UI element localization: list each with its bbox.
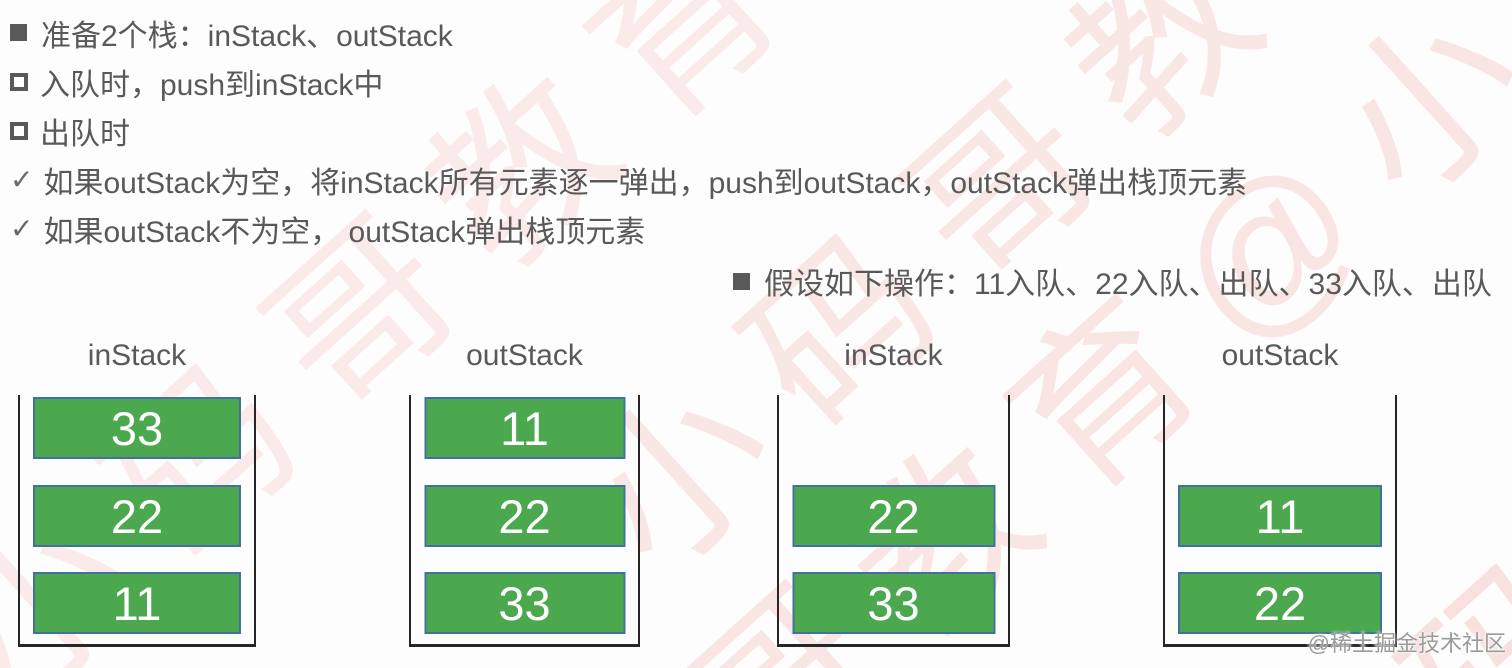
stacks-area: inStack 33 22 11 outStack 11 22 33 inSta… (0, 338, 1512, 668)
stack-label: outStack (466, 339, 583, 372)
bullet-text: 入队时，push到inStack中 (40, 68, 384, 102)
stack-item: 11 (33, 572, 241, 634)
bullet-line: ✓ 如果outStack为空，将inStack所有元素逐一弹出，push到out… (10, 155, 1247, 204)
bullet-line: 入队时，push到inStack中 (10, 57, 1247, 106)
filled-square-bullet-icon (733, 272, 750, 290)
bullet-text: 出队时 (40, 117, 130, 151)
stack-container: 11 22 33 (409, 395, 640, 647)
stack-label: inStack (844, 339, 943, 372)
credit-watermark: @稀土掘金技术社区 (1307, 631, 1506, 656)
stack-instack-before: inStack 33 22 11 (18, 338, 256, 647)
stack-item: 33 (792, 572, 995, 634)
bullet-text: 如果outStack不为空， outStack弹出栈顶元素 (43, 215, 646, 249)
open-square-bullet-icon (10, 121, 28, 140)
bullet-list: 准备2个栈：inStack、outStack 入队时，push到inStack中… (10, 8, 1247, 253)
check-icon: ✓ (10, 212, 34, 244)
operations-line: 假设如下操作：11入队、22入队、出队、33入队、出队 (733, 260, 1492, 302)
stack-container: 33 22 11 (18, 395, 256, 647)
bullet-text: 准备2个栈：inStack、outStack (41, 19, 453, 53)
stack-item: 11 (424, 397, 625, 459)
bullet-line: 准备2个栈：inStack、outStack (10, 8, 1247, 57)
stack-item: 33 (33, 397, 241, 459)
stack-item: 33 (424, 572, 625, 634)
stack-item: 22 (424, 485, 625, 547)
stack-item: 22 (792, 485, 995, 547)
operations-text: 假设如下操作：11入队、22入队、出队、33入队、出队 (764, 268, 1492, 301)
stack-container: 22 33 (777, 395, 1010, 647)
stack-item: 11 (1178, 485, 1382, 547)
bullet-line: 出队时 (10, 106, 1247, 155)
bullet-text: 如果outStack为空，将inStack所有元素逐一弹出，push到outSt… (43, 166, 1248, 200)
stack-outstack-before: outStack 11 22 33 (409, 338, 640, 647)
filled-square-bullet-icon (10, 24, 27, 41)
stack-outstack-after: outStack 11 22 (1163, 338, 1397, 647)
stack-label: outStack (1221, 339, 1339, 372)
stack-instack-after: inStack 22 33 (777, 338, 1010, 647)
stack-container: 11 22 (1163, 395, 1397, 647)
stack-label: inStack (87, 339, 187, 372)
bullet-line: ✓ 如果outStack不为空， outStack弹出栈顶元素 (10, 204, 1247, 253)
stack-item: 22 (33, 485, 241, 547)
check-icon: ✓ (10, 163, 34, 195)
open-square-bullet-icon (10, 72, 28, 91)
stack-item: 22 (1178, 572, 1382, 634)
